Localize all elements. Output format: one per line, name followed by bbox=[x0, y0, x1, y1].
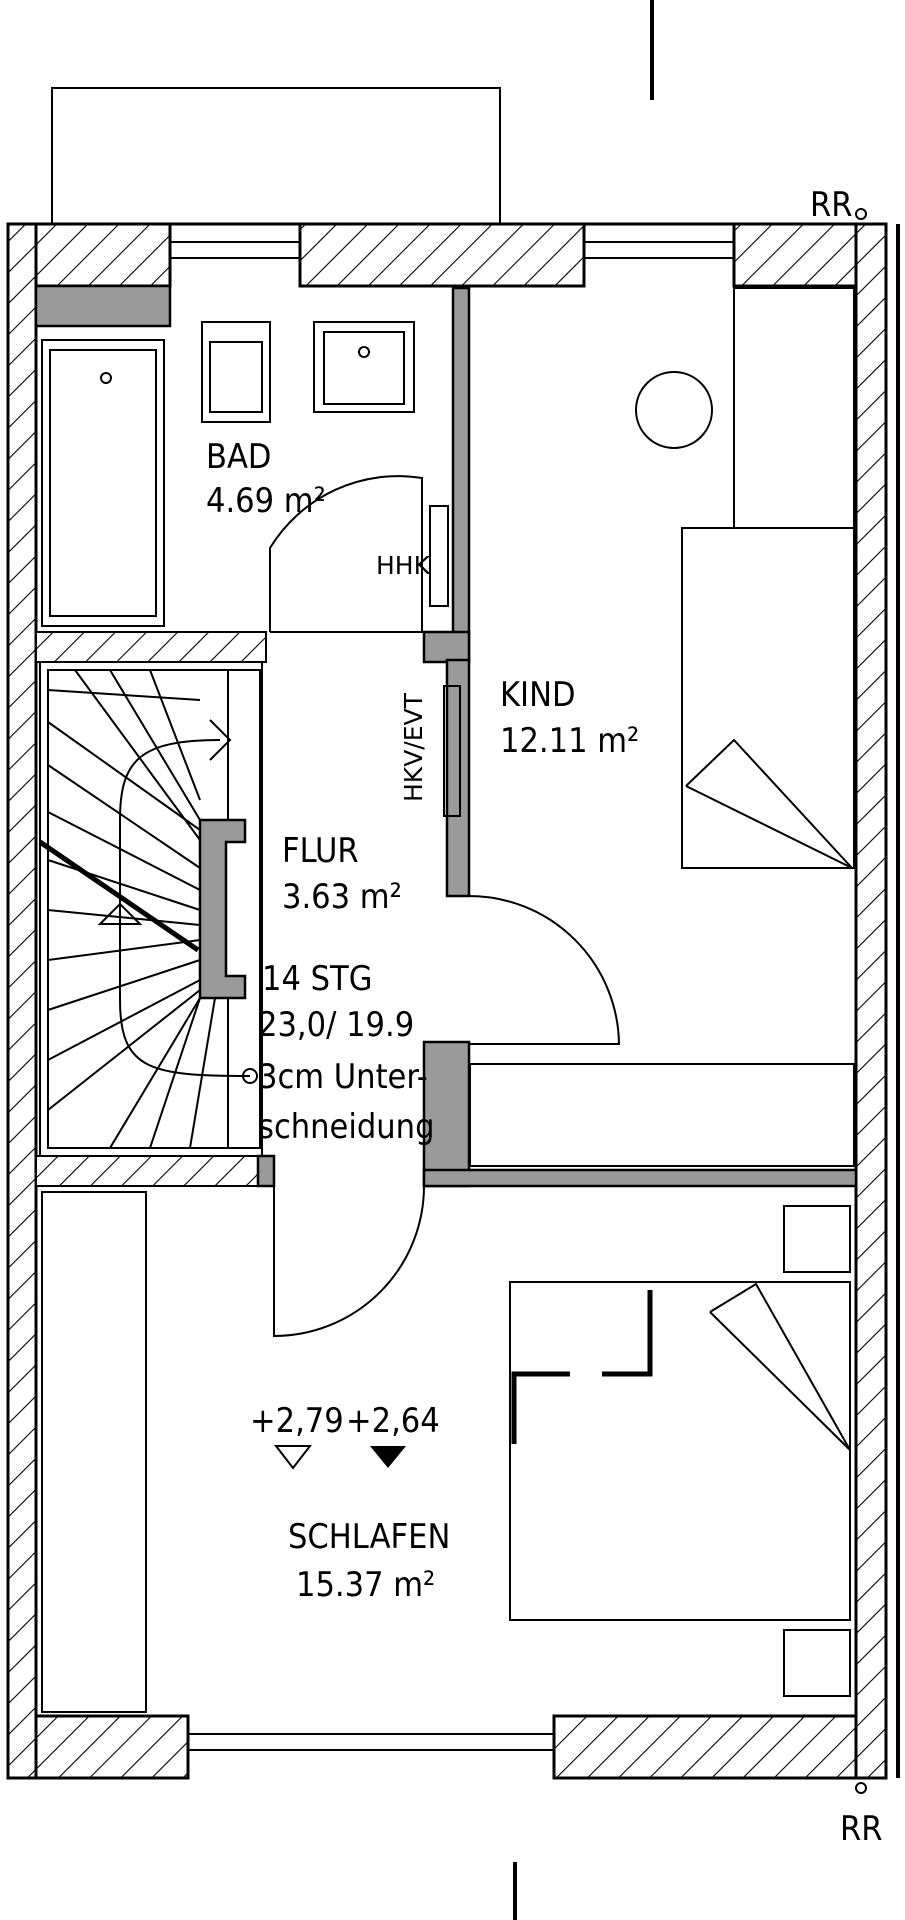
finished-level-value: +2,79 bbox=[250, 1401, 344, 1441]
kind-door bbox=[468, 895, 621, 1045]
flur-room-name: FLUR bbox=[282, 831, 359, 871]
hhk-label: HHK bbox=[376, 551, 431, 580]
meter-cabinet bbox=[443, 685, 461, 817]
stair-note-1: 3cm Unter- bbox=[258, 1057, 428, 1097]
finished-level-marker bbox=[273, 1445, 313, 1470]
stair-note-2: schneidung bbox=[258, 1107, 435, 1147]
staircase bbox=[38, 661, 263, 1157]
kind-room-name: KIND bbox=[500, 675, 576, 715]
heating-distributor bbox=[429, 505, 449, 607]
rr-bottom-point bbox=[855, 1782, 867, 1794]
schlafen-room-name: SCHLAFEN bbox=[288, 1517, 450, 1557]
bathtub bbox=[41, 339, 165, 627]
bad-door bbox=[269, 475, 423, 632]
flur-room-area: 3.63 m² bbox=[282, 877, 402, 917]
schlafen-furniture bbox=[41, 1191, 851, 1713]
bad-room-name: BAD bbox=[206, 437, 271, 477]
windows bbox=[169, 222, 735, 1751]
stair-ratio: 23,0/ 19.9 bbox=[258, 1005, 414, 1045]
raw-level-marker bbox=[370, 1446, 406, 1468]
schlafen-door bbox=[273, 1185, 425, 1338]
sink bbox=[313, 321, 415, 413]
entrance-canopy bbox=[51, 87, 501, 225]
stair-steps: 14 STG bbox=[262, 959, 372, 999]
rr-top-point bbox=[855, 208, 867, 220]
raw-level-value: +2,64 bbox=[346, 1401, 440, 1441]
bad-room-area: 4.69 m² bbox=[206, 481, 326, 521]
kind-furniture bbox=[469, 287, 855, 1167]
interior-walls bbox=[34, 284, 858, 1188]
hkv-evt-label: HKV/EVT bbox=[399, 692, 428, 802]
rr-bottom-label: RR bbox=[840, 1809, 883, 1849]
outer-walls bbox=[6, 222, 900, 1780]
kind-room-area: 12.11 m² bbox=[500, 721, 639, 761]
wc bbox=[201, 321, 271, 423]
schlafen-room-area: 15.37 m² bbox=[296, 1565, 435, 1605]
rr-top-label: RR bbox=[810, 185, 853, 225]
